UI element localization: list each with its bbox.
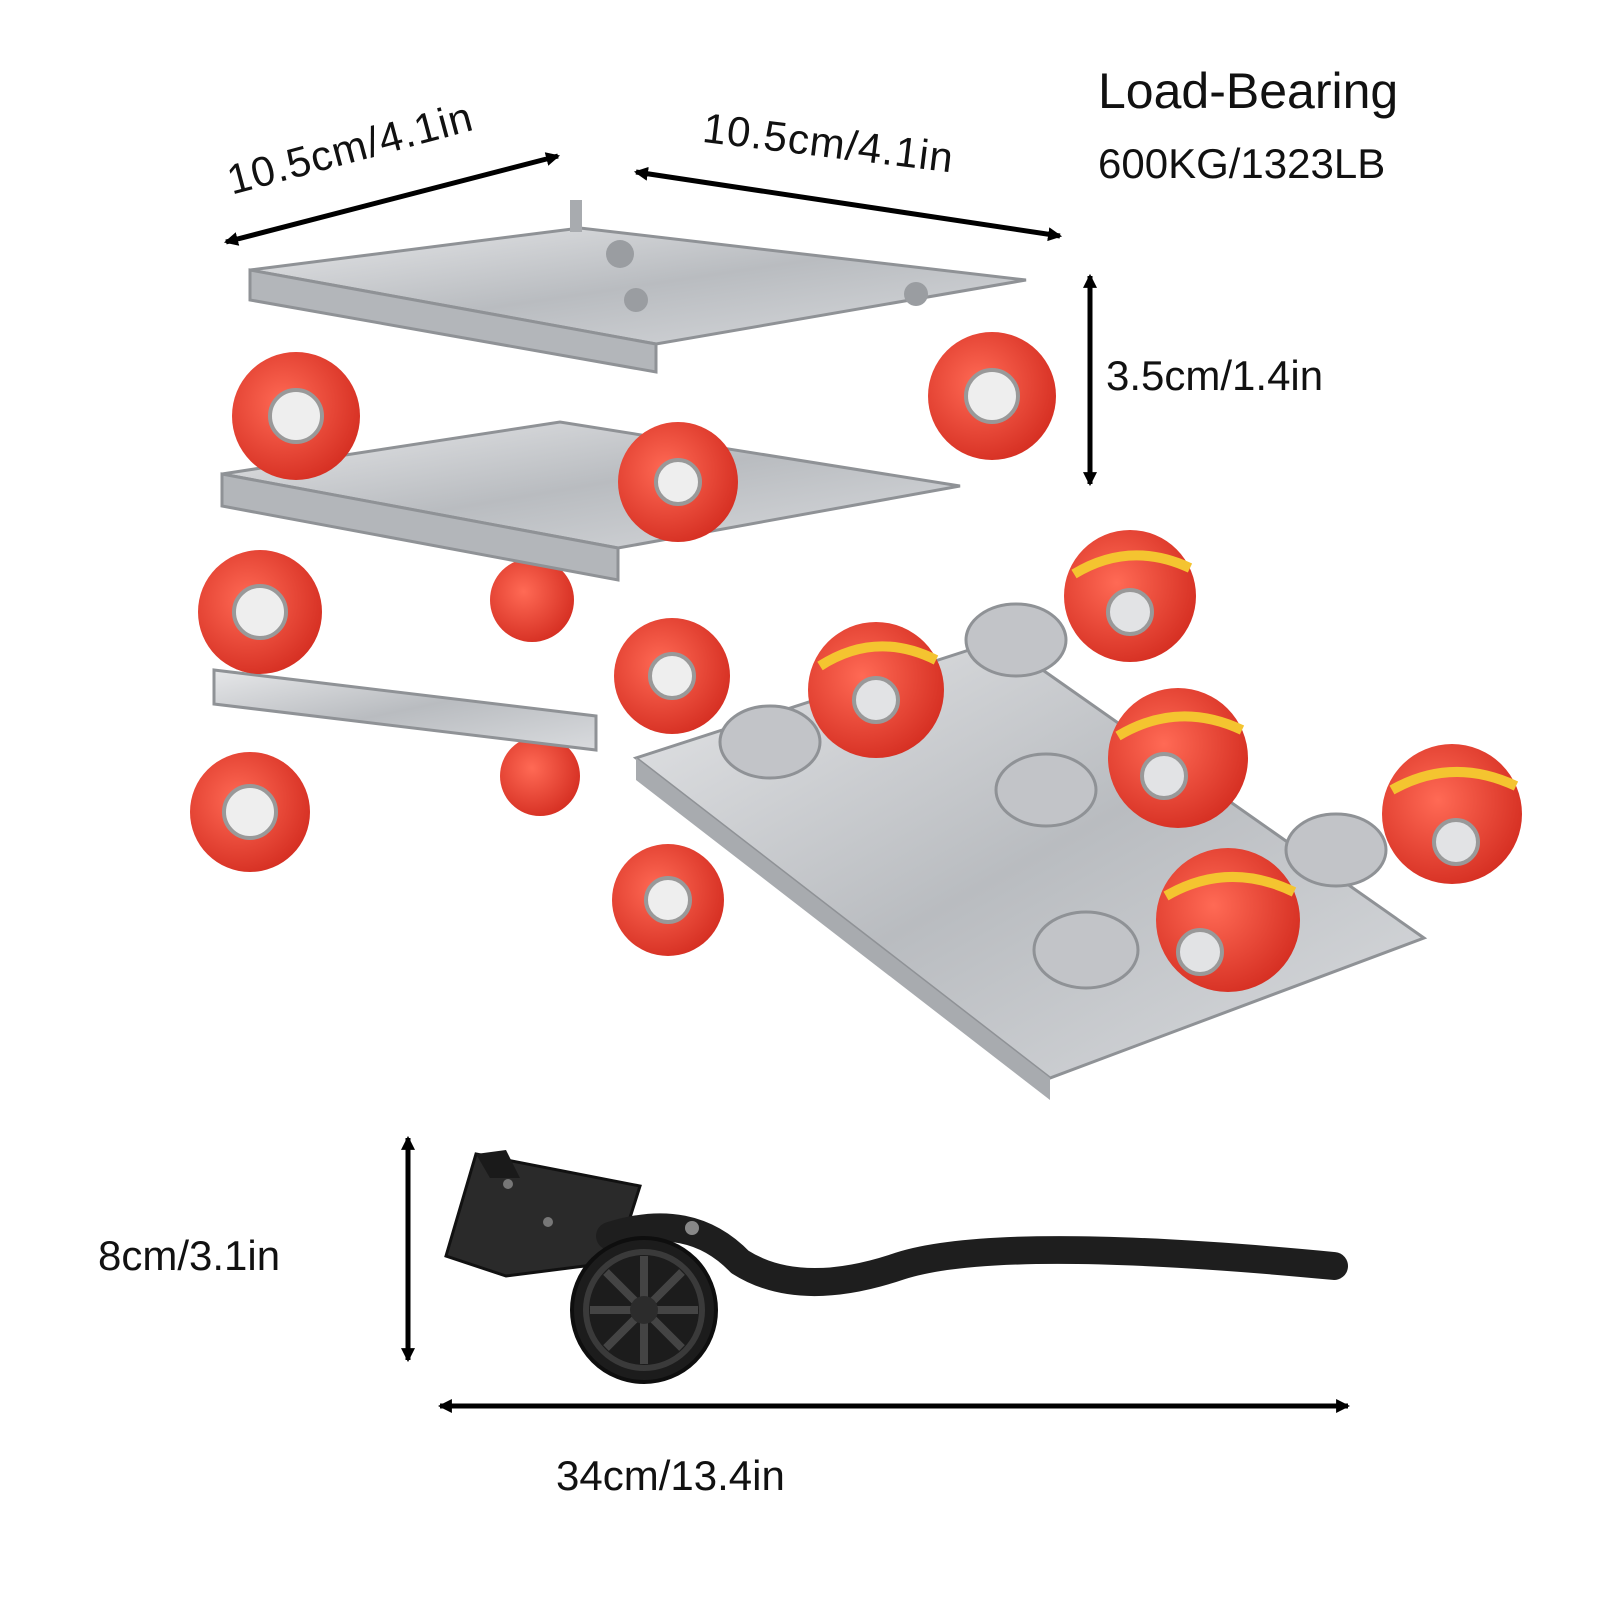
load-bearing-capacity: 600KG/1323LB	[1098, 140, 1386, 187]
dolly-height-label: 3.5cm/1.4in	[1106, 352, 1324, 399]
handle-length-label: 34cm/13.4in	[556, 1452, 785, 1499]
dolly-stack	[190, 200, 1522, 1100]
arrow-width-left	[223, 152, 561, 246]
dolly-bottom	[190, 668, 724, 956]
lever-handle	[444, 1150, 1348, 1384]
arrow-width-right	[633, 166, 1063, 242]
dimension-arrows	[223, 152, 1351, 1413]
dolly-flipped	[632, 530, 1522, 1100]
dolly-top	[232, 200, 1056, 542]
load-bearing-title: Load-Bearing	[1098, 63, 1399, 119]
handle-height-label: 8cm/3.1in	[98, 1232, 281, 1279]
dolly-middle	[198, 420, 961, 734]
